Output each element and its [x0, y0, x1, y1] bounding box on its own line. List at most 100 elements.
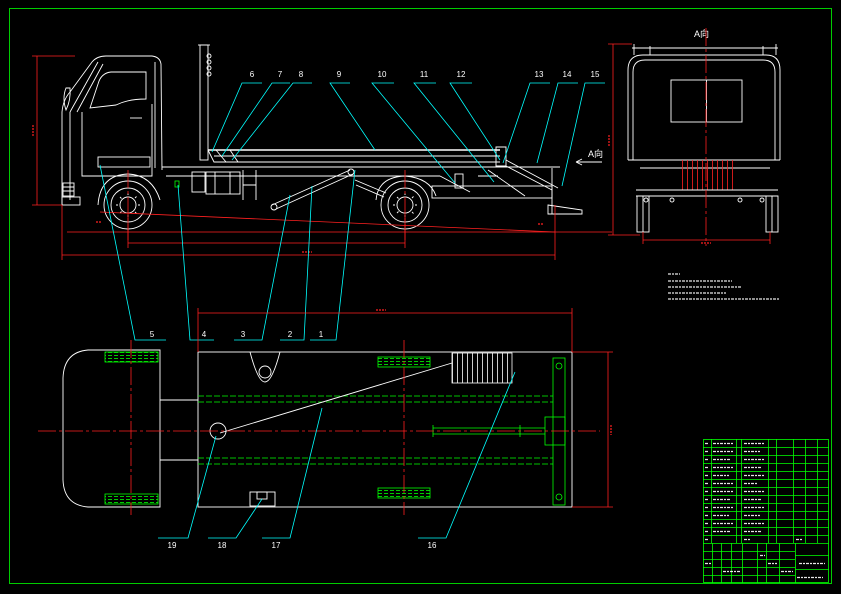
body-length-dimension [197, 308, 573, 352]
rear-lamp [759, 197, 765, 203]
callout-1: 1 [319, 330, 324, 339]
callout-7: 7 [278, 70, 283, 79]
view-direction-marker: A向 [575, 148, 603, 166]
tail-ramp [547, 204, 583, 215]
side-view-callouts-top: 6 7 8 9 10 11 12 13 14 15 [211, 70, 605, 187]
rear-lamp [643, 197, 649, 203]
post-pin [206, 65, 212, 71]
view-direction-arrow [575, 158, 602, 166]
callout-19: 19 [168, 541, 177, 550]
title-rows [703, 551, 829, 576]
roof-rail [632, 44, 778, 55]
leader-18 [208, 498, 263, 539]
hatched-plate [451, 352, 513, 384]
rear-track-dimension [642, 232, 771, 244]
post-pin [206, 59, 212, 65]
callout-5: 5 [150, 330, 155, 339]
front-bumper [61, 196, 81, 206]
grille-slats [63, 186, 74, 192]
cylinder-pin [347, 168, 355, 176]
body-inner-outline [632, 59, 776, 160]
parts-list-columns [711, 439, 818, 543]
leader-17 [262, 407, 323, 539]
leader-12 [449, 82, 501, 161]
parts-list-numbers [705, 442, 802, 541]
chassis [162, 166, 560, 200]
callout-8: 8 [299, 70, 304, 79]
rear-height-dimension [608, 43, 640, 236]
rear-view-title: A向 [694, 28, 709, 39]
callout-17: 17 [272, 541, 281, 550]
departure-angle-line [99, 211, 556, 233]
frame-rail-left-plan [198, 395, 553, 403]
fuel-tank [205, 171, 241, 195]
flatbed-front-lip [207, 149, 224, 163]
lift-cylinder [271, 169, 354, 210]
cylinder-pin [270, 203, 278, 211]
battery-box [191, 171, 206, 193]
view-direction-label: A向 [588, 148, 603, 159]
side-view: A向 6 7 8 9 10 11 12 13 14 15 [32, 44, 612, 341]
front-left-wheel-plan [104, 351, 159, 363]
callout-14: 14 [563, 70, 572, 79]
front-right-wheel-plan [104, 493, 159, 505]
callout-13: 13 [535, 70, 544, 79]
frame-rail-right-plan [198, 457, 553, 465]
callout-18: 18 [218, 541, 227, 550]
body-plan-outline [197, 351, 573, 508]
body-width-dimension [572, 351, 613, 508]
fuel-tank-bands [214, 172, 231, 194]
wheel-inner-lines [642, 196, 773, 232]
drawing-frame [9, 8, 832, 584]
leader-4 [177, 184, 214, 341]
leader-1 [310, 169, 356, 341]
leader-19 [158, 435, 217, 539]
rear-lamp [669, 197, 675, 203]
hook-arm-column [198, 44, 212, 161]
diagonal-brace [219, 362, 453, 434]
marker-lamp [174, 180, 180, 188]
side-mirror [63, 87, 71, 112]
callout-11: 11 [420, 70, 429, 79]
parts-list-rows [703, 447, 829, 544]
leader-5 [99, 164, 166, 341]
overall-height-dimension [32, 55, 75, 206]
flatbed-lower-rail [214, 155, 500, 163]
leader-11 [413, 82, 495, 183]
callout-6: 6 [250, 70, 255, 79]
rear-view: A向 [608, 28, 781, 246]
parts-list-entries [713, 442, 764, 533]
title-block [703, 439, 829, 583]
support-bracket [242, 170, 257, 200]
angle-dimension-value [96, 221, 544, 225]
leader-9 [329, 82, 376, 151]
callout-16: 16 [428, 541, 437, 550]
leader-6 [211, 82, 262, 153]
leader-2 [280, 185, 313, 341]
callout-3: 3 [241, 330, 246, 339]
leader-8 [231, 82, 312, 161]
leader-7 [221, 82, 290, 157]
leader-14 [536, 82, 578, 164]
callout-9: 9 [337, 70, 342, 79]
technical-notes [668, 273, 780, 300]
pivot-bracket [215, 149, 239, 163]
leader-3 [234, 194, 291, 341]
cab-step [97, 156, 151, 168]
rear-hook-roller [555, 362, 563, 370]
flatbed [207, 146, 559, 191]
leader-13 [502, 82, 550, 164]
secondary-cylinder [354, 179, 387, 198]
post-pin [206, 71, 212, 77]
callout-2: 2 [288, 330, 293, 339]
rear-bumper-bar [636, 189, 778, 197]
rear-hook-roller [555, 493, 563, 501]
title-block-entries [705, 554, 825, 579]
cab-to-body-neck [160, 399, 198, 461]
leader-10 [371, 82, 456, 184]
title-columns [712, 543, 796, 583]
post-pin [206, 53, 212, 59]
lug-pin-hole [258, 365, 272, 379]
leader-16 [418, 371, 516, 539]
